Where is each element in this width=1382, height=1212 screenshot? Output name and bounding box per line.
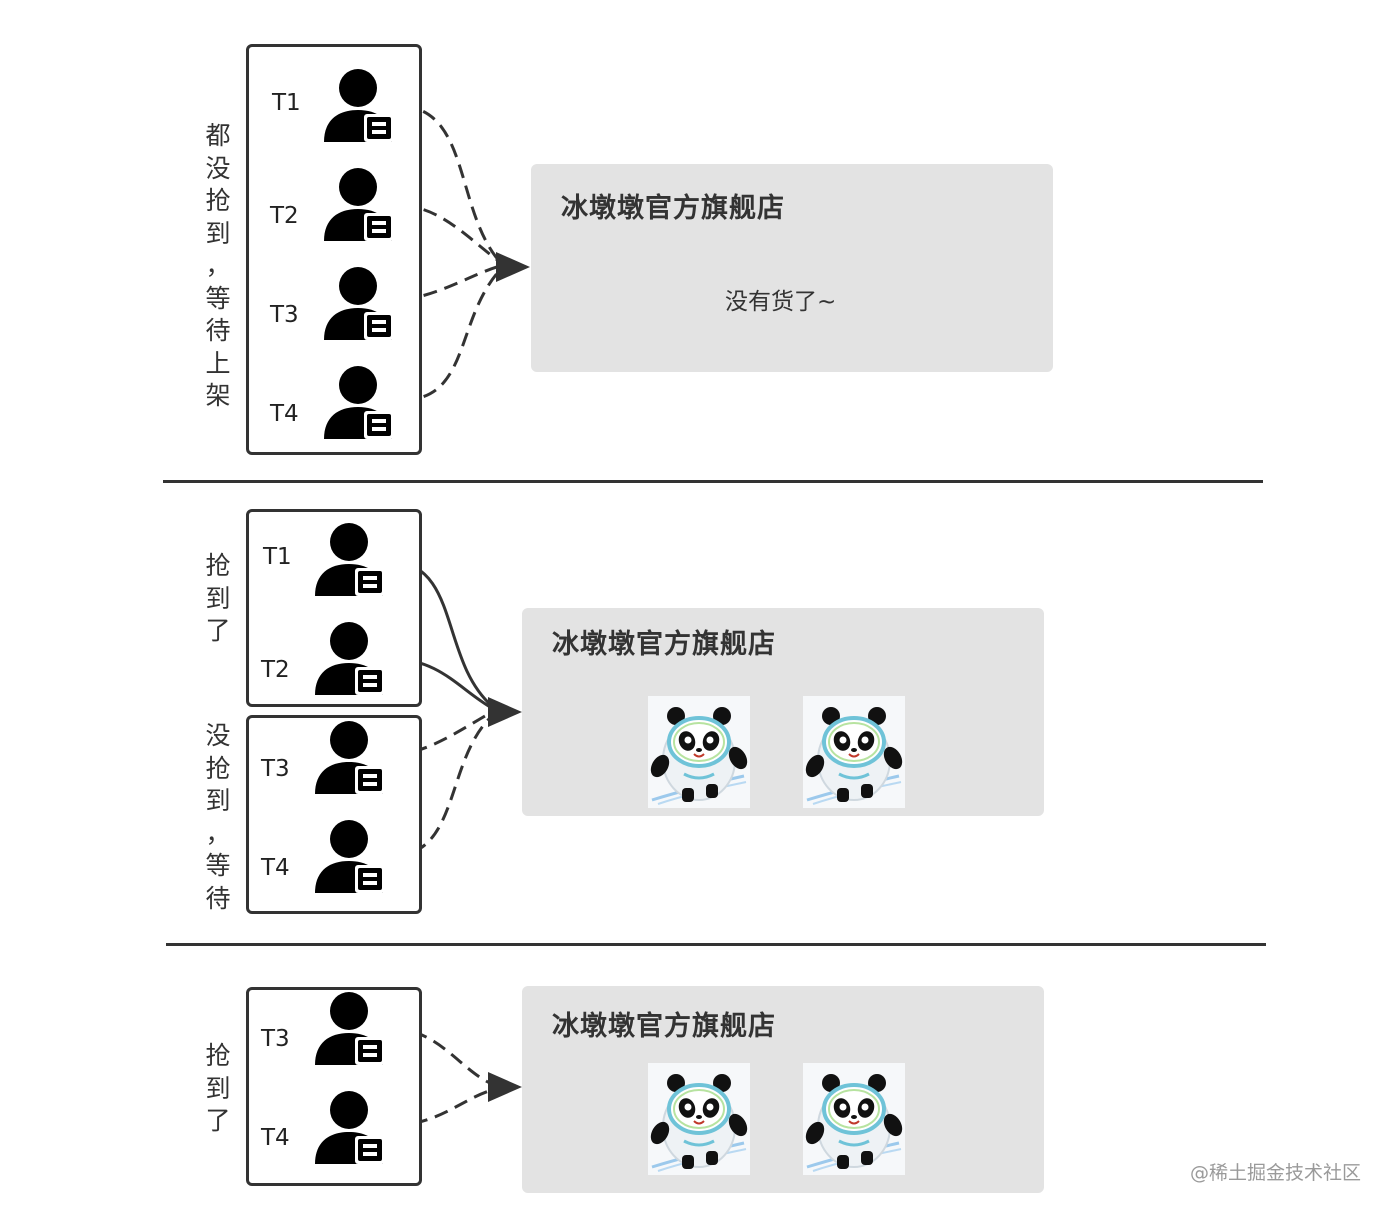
- panel1-store-title: 冰墩墩官方旗舰店: [561, 193, 785, 224]
- panel1-store-message: 没有货了~: [725, 289, 837, 315]
- bing-dwen-dwen-mascot-image: [803, 696, 905, 808]
- panel2-side-label-top: 抢到了: [205, 551, 231, 645]
- arrow-t1-store1: [401, 104, 502, 263]
- user-with-card-icon: [313, 819, 385, 893]
- panel2-side-label-bottom: 没抢到，等待: [205, 721, 231, 913]
- user-with-card-icon: [322, 68, 394, 142]
- arrow-t4-store3: [391, 1088, 493, 1128]
- panel2-user-label-1: T1: [263, 544, 292, 570]
- panel1-user-group: [246, 44, 422, 455]
- panel3-user-label-2: T4: [261, 1125, 290, 1151]
- arrowhead-store2: [488, 697, 522, 727]
- arrow-t4-store1: [401, 268, 502, 402]
- panel2-user-label-2: T2: [261, 657, 290, 683]
- bing-dwen-dwen-mascot-image: [803, 1063, 905, 1175]
- panel1-user-label-4: T4: [270, 401, 299, 427]
- user-with-card-icon: [313, 991, 385, 1065]
- user-with-card-icon: [322, 266, 394, 340]
- panel1-side-label: 都没抢到，等待上架: [205, 121, 231, 410]
- user-with-card-icon: [313, 621, 385, 695]
- arrowhead-store3: [488, 1072, 522, 1102]
- panel2-store: 冰墩墩官方旗舰店: [522, 608, 1044, 816]
- panel1-user-label-2: T2: [270, 203, 299, 229]
- watermark: @稀土掘金技术社区: [1190, 1162, 1362, 1184]
- bing-dwen-dwen-mascot-image: [648, 1063, 750, 1175]
- panel1-store: 冰墩墩官方旗舰店 没有货了~: [531, 164, 1053, 372]
- panel2-store-title: 冰墩墩官方旗舰店: [552, 629, 776, 660]
- panel2-user-label-3: T3: [261, 756, 290, 782]
- panel1-user-label-1: T1: [272, 90, 301, 116]
- bing-dwen-dwen-mascot-image: [648, 696, 750, 808]
- panel3-store-title: 冰墩墩官方旗舰店: [552, 1011, 776, 1042]
- panel1-user-label-3: T3: [270, 302, 299, 328]
- panel2-user-label-4: T4: [261, 855, 290, 881]
- user-with-card-icon: [313, 1090, 385, 1164]
- arrowhead-store1: [496, 252, 530, 282]
- user-with-card-icon: [313, 522, 385, 596]
- divider-2: [166, 943, 1266, 946]
- panel3-side-label: 抢到了: [205, 1041, 231, 1135]
- panel3-user-label-1: T3: [261, 1026, 290, 1052]
- user-with-card-icon: [313, 720, 385, 794]
- panel3-connectors: [391, 1026, 493, 1128]
- user-with-card-icon: [322, 365, 394, 439]
- divider-1: [163, 480, 1263, 483]
- panel3-store: 冰墩墩官方旗舰店: [522, 986, 1044, 1193]
- user-with-card-icon: [322, 167, 394, 241]
